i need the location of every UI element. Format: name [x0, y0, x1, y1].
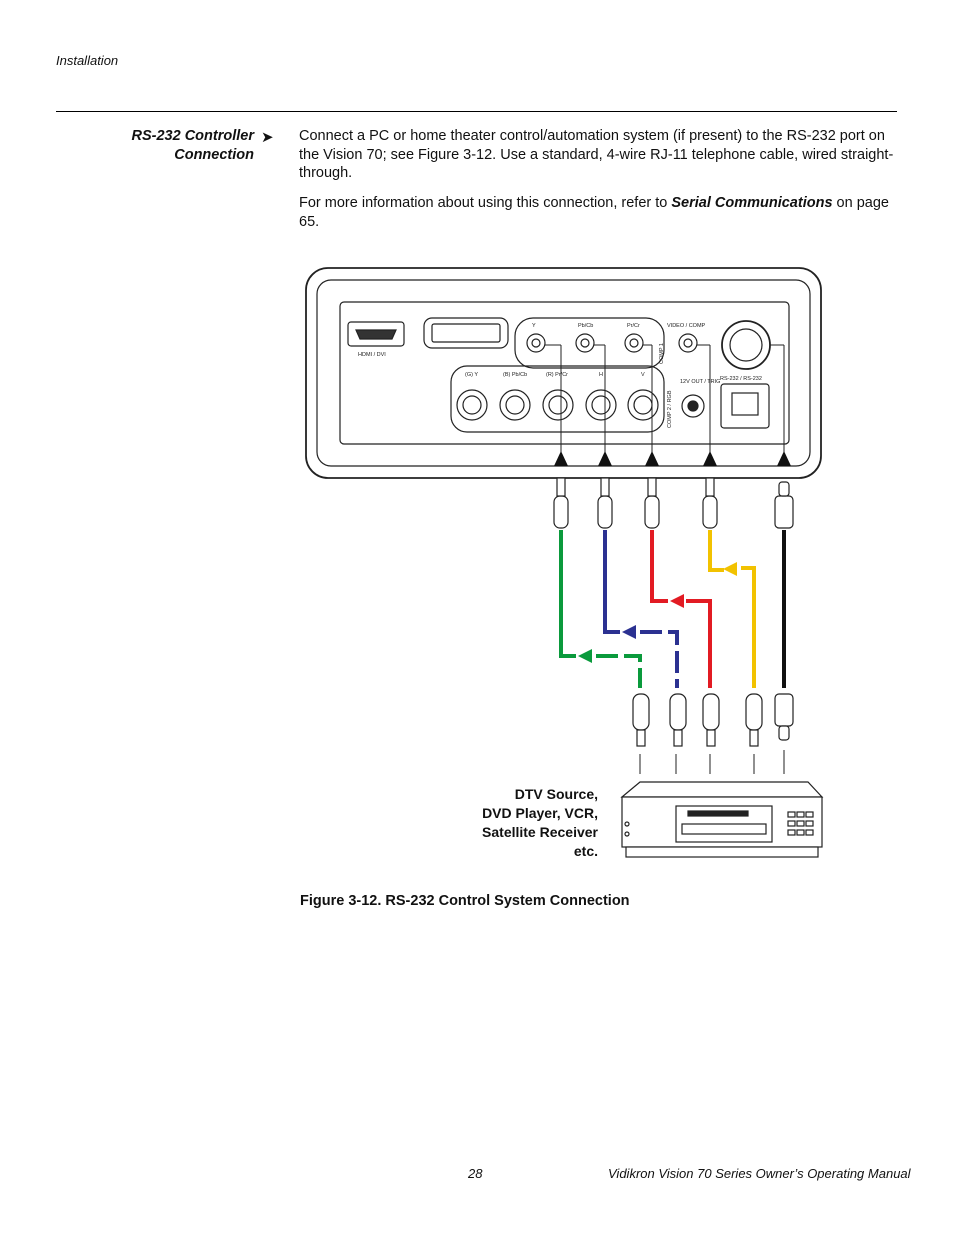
label-rs232: RS-232 / RS-232 [720, 376, 762, 382]
label-g-y: (G) Y [465, 372, 478, 378]
source-leader-lines [639, 750, 785, 774]
page-number: 28 [468, 1166, 483, 1181]
connection-diagram: HDMI / DVI Y Pb/Cb Pr/Cr VIDEO / COMP CO… [305, 267, 824, 858]
panel-labels: HDMI / DVI Y Pb/Cb Pr/Cr VIDEO / COMP CO… [358, 323, 762, 428]
label-pbcb: Pb/Cb [578, 323, 593, 329]
paragraph-2: For more information about using this co… [299, 194, 897, 231]
label-video: VIDEO / COMP [667, 323, 706, 329]
label-comp1: COMP 1 [659, 343, 665, 364]
cable-arrows [578, 562, 737, 663]
manual-title: Vidikron Vision 70 Series Owner’s Operat… [608, 1166, 911, 1181]
source-device-label: DTV Source, DVD Player, VCR, Satellite R… [482, 786, 598, 859]
heading-arrow-icon: ➤ [261, 129, 274, 146]
label-b-pb: (B) Pb/Cb [503, 372, 527, 378]
serial-communications-link[interactable]: Serial Communications [671, 195, 833, 211]
label-v: V [641, 372, 645, 378]
label-hdmi: HDMI / DVI [358, 352, 386, 358]
up-arrows [554, 451, 791, 466]
section-heading: RS-232 Controller Connection [110, 127, 254, 165]
paragraph-2-tail: on page 65. [299, 195, 889, 230]
label-comp2: COMP 2 / RGB [667, 390, 673, 428]
running-header: Installation [56, 53, 119, 68]
dvd-player-icon [620, 781, 824, 858]
label-y: Y [532, 323, 536, 329]
upper-plugs [553, 477, 794, 529]
header-rule [56, 111, 897, 112]
section-heading-line1: RS-232 Controller [131, 128, 254, 144]
port-leader-lines [545, 344, 785, 455]
lower-plugs [632, 693, 794, 747]
figure-caption: Figure 3-12. RS-232 Control System Conne… [300, 893, 630, 909]
label-prcr: Pr/Cr [627, 323, 640, 329]
label-r-pr: (R) Pr/Cr [546, 372, 568, 378]
cables [559, 530, 786, 688]
section-heading-line2: Connection [174, 147, 254, 163]
paragraph-2-text: For more information about using this co… [299, 195, 672, 211]
paragraph-1: Connect a PC or home theater control/aut… [299, 128, 894, 181]
label-trigger: 12V OUT / TRIG [680, 379, 720, 385]
label-h: H [599, 372, 603, 378]
